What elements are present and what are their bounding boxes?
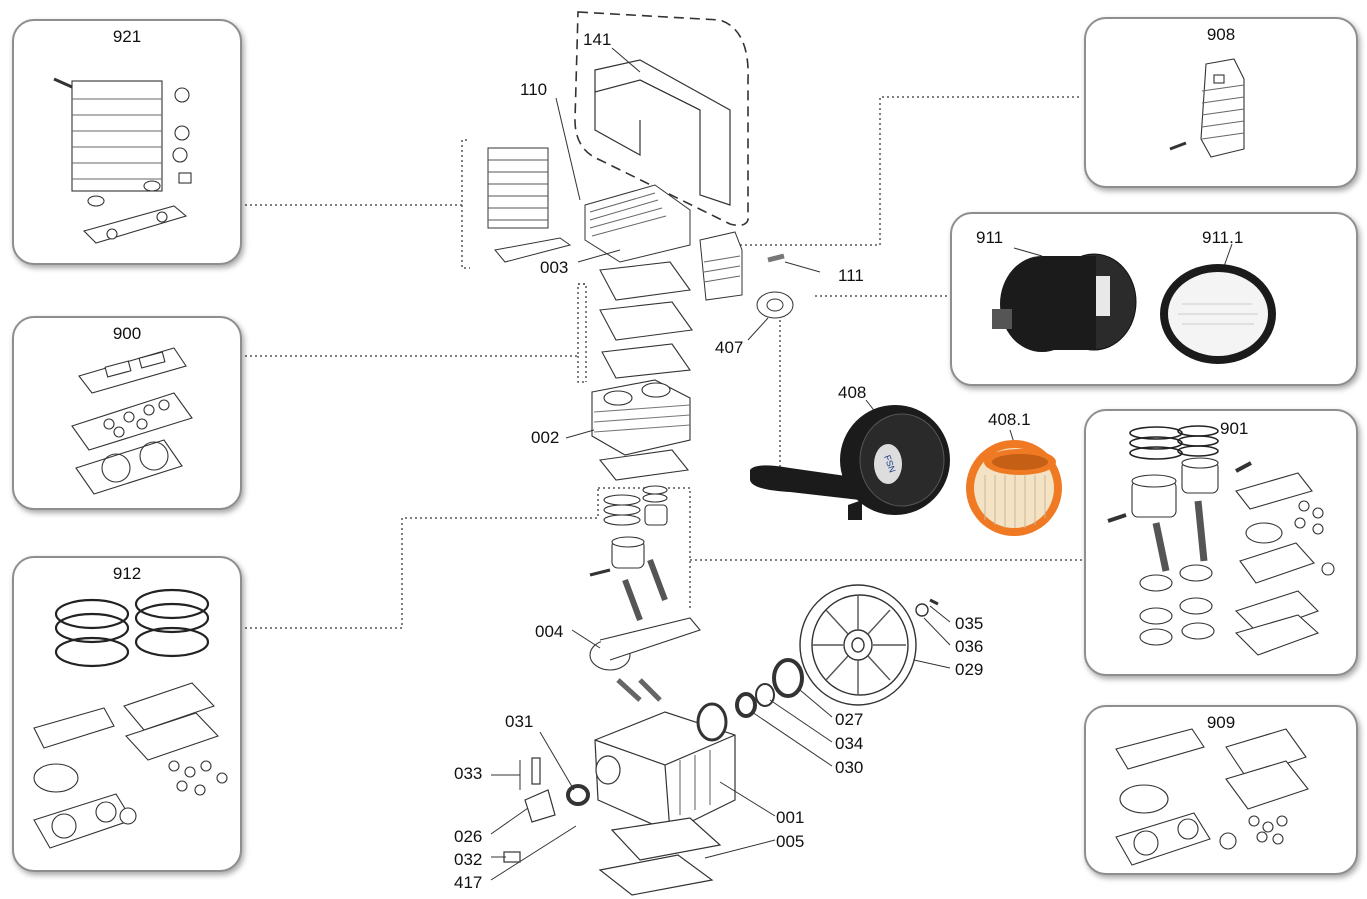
muffler-filter-sketch — [992, 243, 1276, 364]
valve-plate-sketch — [1169, 58, 1245, 158]
callout-035: 035 — [955, 614, 984, 633]
panel-912: 912 — [12, 556, 242, 872]
connector-912 — [240, 488, 599, 629]
panel-921: 921 — [12, 19, 242, 265]
callout-407: 407 — [715, 338, 744, 357]
callout-408: 408 — [838, 383, 867, 402]
air-filter-housing-408: FSN — [750, 405, 950, 520]
shroud-141 — [574, 11, 749, 227]
piston-kit-sketch — [1107, 425, 1335, 656]
connector-900 — [240, 283, 586, 383]
callout-417: 417 — [454, 873, 483, 892]
callout-036: 036 — [955, 637, 984, 656]
gasket-set-sketch — [71, 347, 193, 495]
panel-title: 900 — [112, 324, 142, 343]
bearing-seals — [696, 658, 804, 742]
connector-908 — [740, 96, 1082, 246]
panel-label-911: 911 — [976, 228, 1004, 247]
filter-element-408-1 — [966, 440, 1062, 536]
panel-900: 900 — [12, 316, 242, 510]
crankcase — [503, 711, 736, 896]
callout-004: 004 — [535, 622, 564, 641]
gasket-stack — [591, 261, 693, 481]
connector-piston-group — [598, 487, 691, 610]
connector-408 — [779, 300, 790, 471]
callout-005: 005 — [776, 832, 805, 851]
piston-rods — [589, 485, 701, 702]
callout-031: 031 — [505, 712, 534, 731]
callout-034: 034 — [835, 734, 864, 753]
connector-921 — [240, 139, 470, 269]
cylinder-head-sketch — [53, 77, 192, 244]
gasket-kit-sketch — [1115, 728, 1309, 866]
panel-901: 901 — [1084, 409, 1358, 676]
flywheel — [799, 584, 939, 706]
callout-110: 110 — [520, 80, 548, 99]
callout-032: 032 — [454, 850, 483, 869]
panel-title: 909 — [1206, 713, 1236, 732]
panel-title: 921 — [112, 27, 142, 46]
panel-label-911-1: 911.1 — [1202, 228, 1244, 247]
panel-title: 901 — [1220, 419, 1249, 438]
callout-026: 026 — [454, 827, 483, 846]
callout-030: 030 — [835, 758, 864, 777]
rings-gasket-kit-sketch — [33, 588, 228, 849]
callout-408-1: 408.1 — [988, 410, 1031, 429]
head-assembly — [487, 147, 794, 319]
callout-029: 029 — [955, 660, 984, 679]
callout-003: 003 — [540, 258, 569, 277]
panel-911: 911 911.1 — [950, 212, 1358, 386]
connector-gasket-group — [578, 283, 587, 382]
callout-111: 111 — [838, 266, 864, 285]
leader-lines — [490, 47, 1016, 881]
callout-027: 027 — [835, 710, 864, 729]
panel-909: 909 — [1084, 705, 1358, 875]
callout-002: 002 — [531, 428, 560, 447]
panel-title: 908 — [1206, 25, 1236, 44]
callout-141: 141 — [583, 30, 612, 49]
panel-908: 908 — [1084, 17, 1358, 188]
callout-001: 001 — [776, 808, 805, 827]
callout-033: 033 — [454, 764, 483, 783]
panel-title: 912 — [112, 564, 142, 583]
